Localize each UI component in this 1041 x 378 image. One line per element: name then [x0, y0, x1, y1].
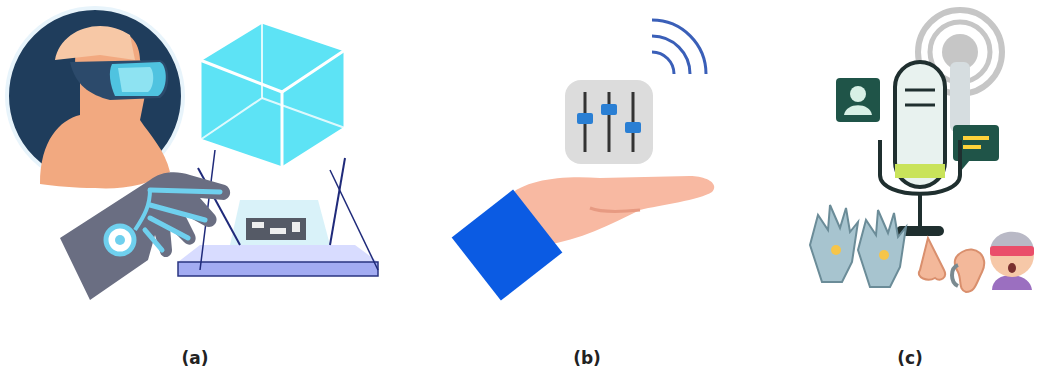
multimodal-panel [810, 10, 1034, 292]
panel-label: (a) [181, 348, 208, 368]
vr-panel [7, 8, 378, 300]
control-panel [452, 20, 715, 301]
panel-label: (c) [897, 348, 923, 368]
panel-label: (b) [573, 348, 601, 368]
